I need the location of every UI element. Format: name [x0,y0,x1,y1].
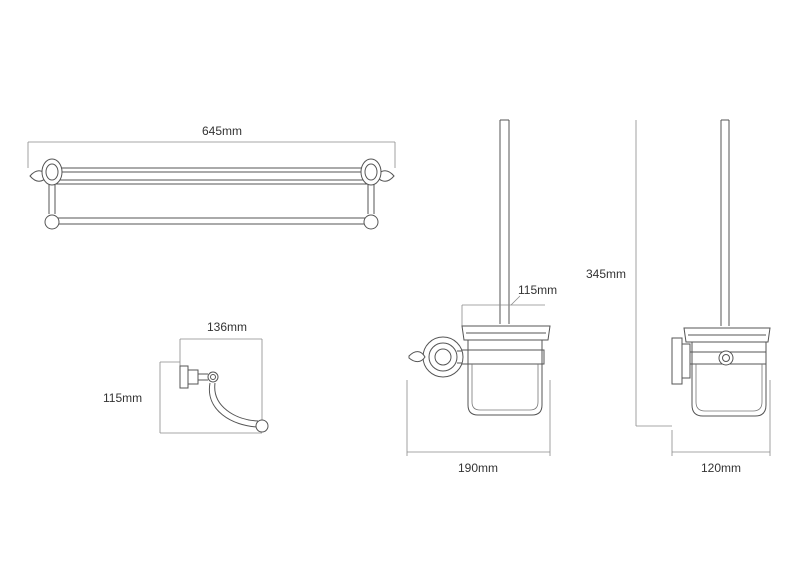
brush-cup-width-dimension: 115mm [461,283,557,326]
towel-rack-width-dimension: 645mm [27,124,396,168]
brush-depth-dimension: 190mm [406,380,551,475]
brush-depth-label: 190mm [458,461,498,475]
brush-height-dimension: 345mm [586,120,672,427]
towel-rack-left-mount [29,158,63,230]
brush-cup-width-label: 115mm [518,283,557,297]
towel-rack-right-mount [360,158,395,230]
robe-hook: 136mm 115mm [103,320,269,434]
hook-height-dimension: 115mm [103,361,262,434]
hook-width-label: 136mm [207,320,247,334]
brush-side-width-label: 120mm [701,461,741,475]
towel-rack-width-label: 645mm [202,124,242,138]
brush-side-width-dimension: 120mm [671,380,771,475]
hook-height-label: 115mm [103,391,142,405]
towel-rack: 645mm [27,124,396,230]
brush-height-label: 345mm [586,267,626,281]
toilet-brush-front: 115mm 190mm [406,119,557,475]
toilet-brush-side: 345mm 120mm [586,119,771,475]
